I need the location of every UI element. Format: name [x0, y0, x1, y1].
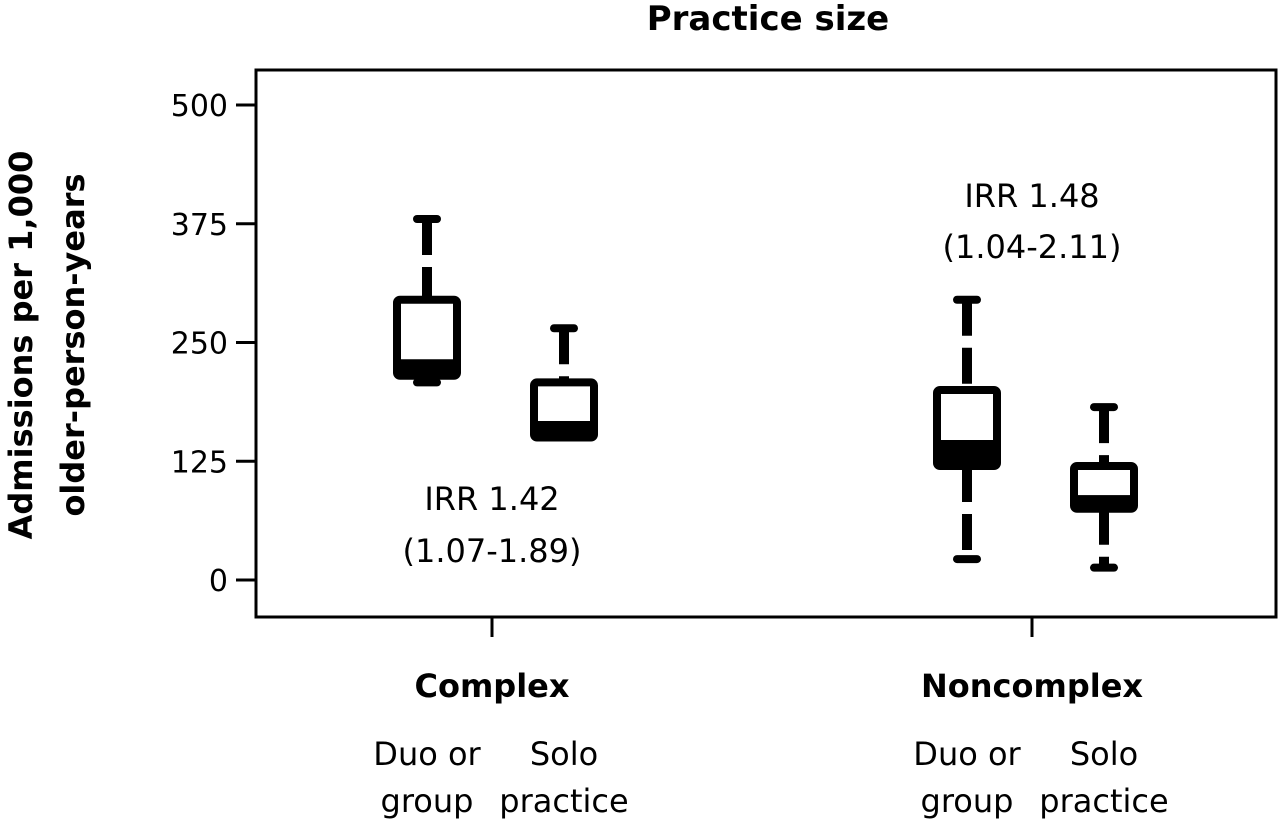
y-tick-label: 500	[171, 89, 228, 124]
group-label: Noncomplex	[921, 667, 1143, 705]
annotations: IRR 1.42 (1.07-1.89) IRR 1.48 (1.04-2.11)	[402, 177, 1121, 570]
y-tick-label: 375	[171, 208, 228, 243]
ci-annotation: (1.04-2.11)	[942, 228, 1121, 266]
median-line	[397, 359, 457, 374]
box-0-1	[530, 324, 598, 442]
iqr-box	[393, 295, 461, 380]
box-label-line-2: practice	[499, 782, 628, 820]
y-tick-label: 250	[171, 327, 228, 362]
box-label-line-1: Duo or	[373, 735, 481, 773]
lower-quartile-fill	[937, 447, 997, 466]
y-tick-label: 125	[171, 445, 228, 480]
group-label: Complex	[414, 667, 569, 705]
median-line	[1074, 495, 1134, 509]
box-label-line-1: Solo	[530, 735, 598, 773]
ci-annotation: (1.07-1.89)	[402, 532, 581, 570]
box-label-line-2: group	[381, 782, 474, 820]
y-axis-label: Admissions per 1,000 older-person-years	[2, 151, 92, 540]
box-0-0	[393, 215, 461, 387]
box-label-line-2: practice	[1039, 782, 1168, 820]
box-label-line-1: Duo or	[913, 735, 1021, 773]
y-tick-label: 0	[209, 564, 228, 599]
box-label-line-1: Solo	[1070, 735, 1138, 773]
irr-annotation: IRR 1.42	[424, 480, 559, 518]
box-series	[393, 215, 1138, 572]
box-1-0	[933, 295, 1001, 564]
median-line	[534, 421, 594, 435]
y-axis: 0 125 250 375 500	[171, 89, 256, 599]
y-axis-label-line-2: older-person-years	[54, 173, 92, 516]
box-label-line-2: group	[921, 782, 1014, 820]
box-1-1	[1070, 403, 1138, 572]
y-axis-label-line-1: Admissions per 1,000	[2, 151, 40, 540]
chart-title: Practice size	[647, 0, 889, 39]
irr-annotation: IRR 1.48	[964, 177, 1099, 215]
